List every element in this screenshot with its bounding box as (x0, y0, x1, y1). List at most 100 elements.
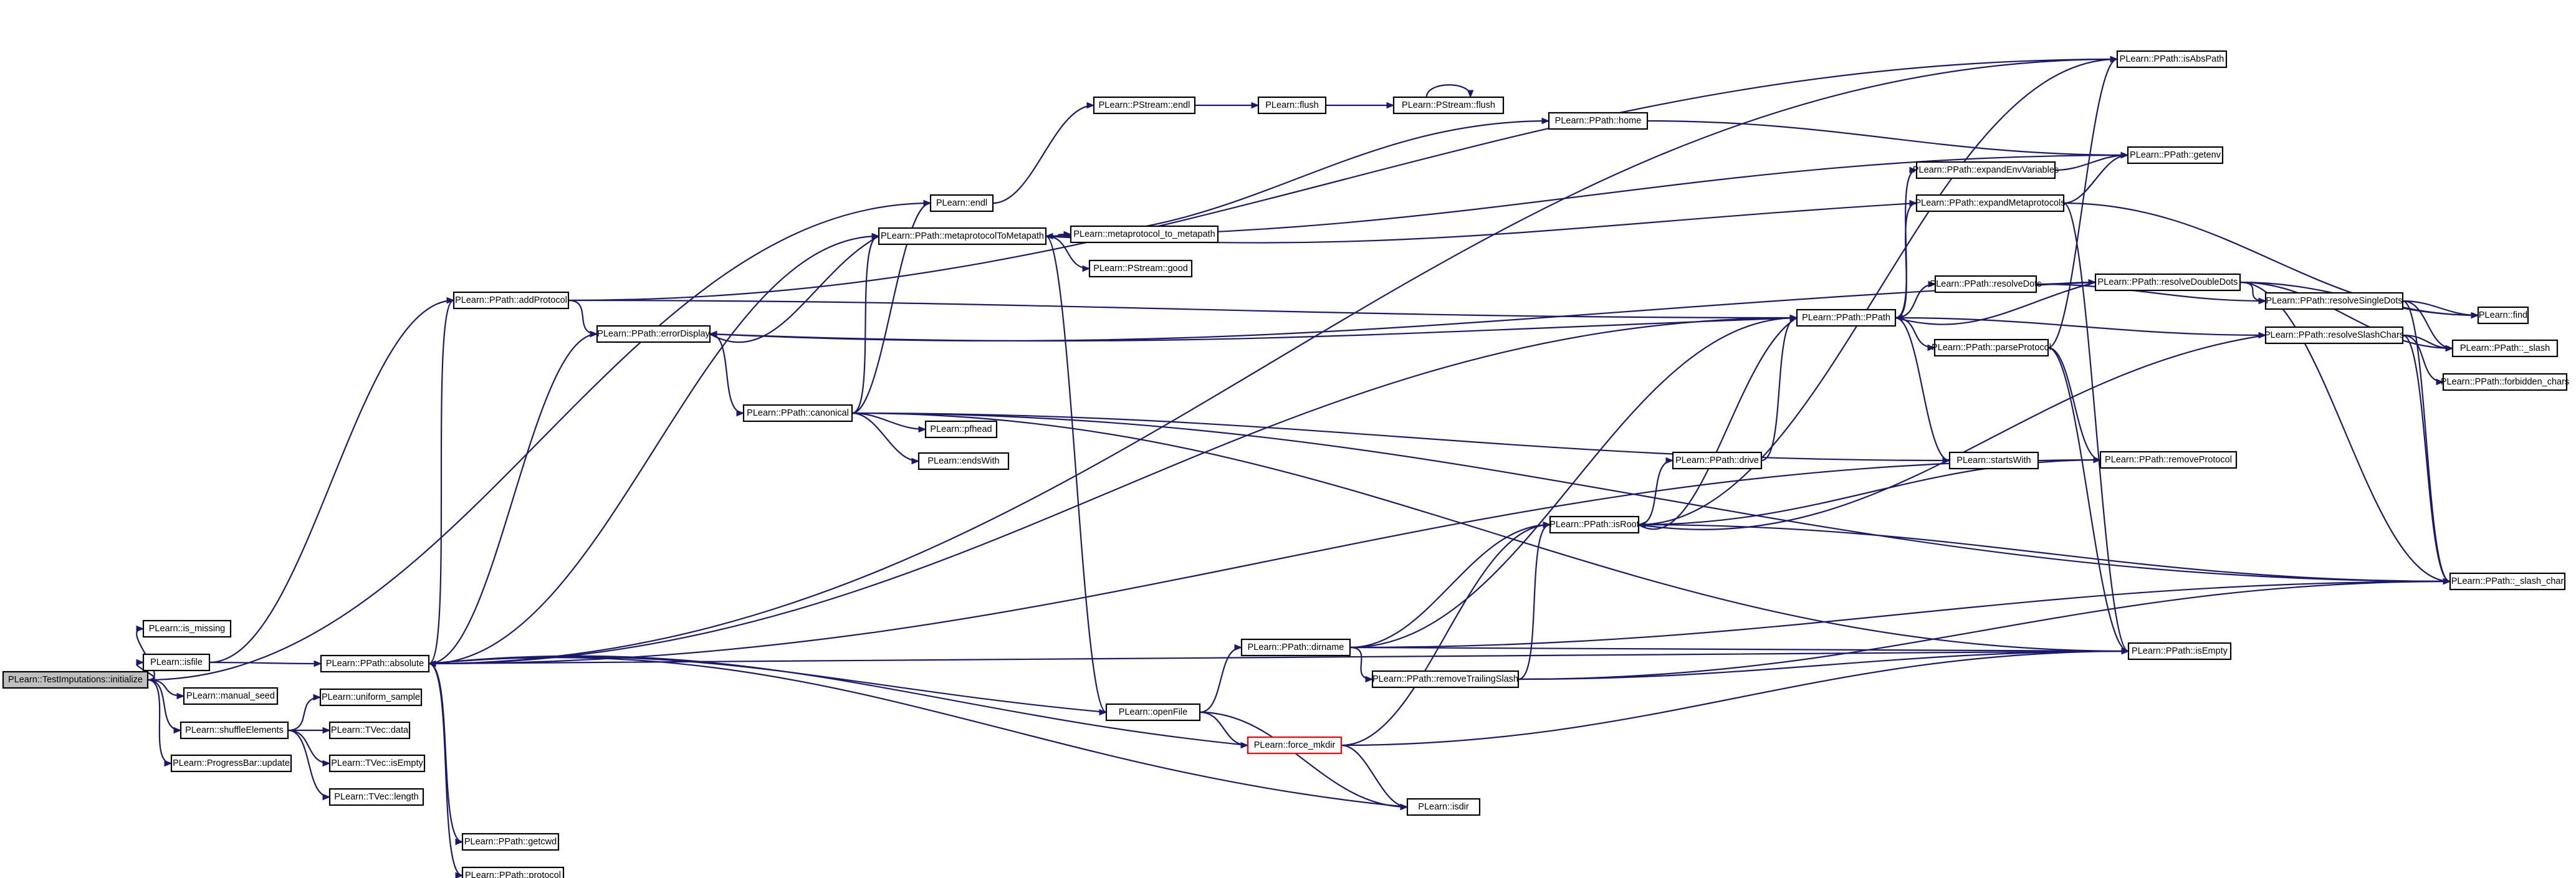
edge-line (1045, 154, 2128, 237)
edge-line (1349, 646, 1373, 680)
edge-forcemkdir-to-absolute (428, 655, 1248, 747)
node-ppath[interactable]: PLearn::PPath::PPath (1796, 308, 1897, 327)
node-isroot[interactable]: PLearn::PPath::isRoot (1549, 515, 1640, 534)
edge-expmeta-to-isempty (2063, 202, 2130, 655)
node-progress[interactable]: PLearn::ProgressBar::update (170, 754, 292, 773)
node-box (1796, 308, 1897, 327)
node-endl[interactable]: PLearn::endl (929, 194, 994, 212)
node-label: PLearn::PPath::isAbsPath (2120, 54, 2224, 64)
node-canonical[interactable]: PLearn::PPath::canonical (742, 404, 853, 422)
edge-addproto-to-errdisp (568, 299, 598, 338)
edge-absolute-to-ppath (428, 314, 1798, 665)
node-box (1915, 161, 2056, 179)
node-isfile[interactable]: PLearn::isfile (142, 653, 211, 672)
node-resslash[interactable]: PLearn::PPath::resolveSlashChars (2264, 326, 2404, 345)
node-getenv[interactable]: PLearn::PPath::getenv (2127, 146, 2224, 165)
node-label: PLearn::PPath::metaprotocolToMetapath (881, 231, 1044, 241)
node-protocol[interactable]: PLearn::PPath::protocol (461, 866, 565, 878)
edge-isfile-to-addproto (209, 297, 455, 664)
node-box (878, 227, 1047, 246)
node-good[interactable]: PLearn::PStream::good (1088, 259, 1193, 278)
node-label: PLearn::is_missing (149, 624, 226, 634)
node-isempty[interactable]: PLearn::PPath::isEmpty (2127, 642, 2232, 661)
node-getcwd[interactable]: PLearn::PPath::getcwd (461, 833, 560, 851)
node-box (461, 866, 565, 878)
node-mptomp[interactable]: PLearn::metaprotocol_to_metapath (1070, 225, 1219, 244)
node-tveclen[interactable]: PLearn::TVec::length (328, 788, 424, 806)
edge-line (428, 662, 463, 877)
node-addproto[interactable]: PLearn::PPath::addProtocol (452, 291, 570, 310)
node-parseproto[interactable]: PLearn::PPath::parseProtocol (1932, 338, 2051, 357)
node-dirname[interactable]: PLearn::PPath::dirname (1240, 638, 1351, 657)
node-manualseed[interactable]: PLearn::manual_seed (183, 687, 279, 705)
edge-arrowhead (1234, 644, 1243, 651)
edge-line (147, 679, 172, 765)
node-label: PLearn::PPath::dirname (1248, 642, 1344, 652)
edge-line (2402, 334, 2444, 383)
node-pstrflush[interactable]: PLearn::PStream::flush (1392, 96, 1505, 115)
node-box (2477, 306, 2529, 325)
node-label: PLearn::find (2479, 310, 2527, 320)
node-root[interactable]: PLearn::TestImputations::initialize (2, 670, 149, 689)
node-shuffle[interactable]: PLearn::shuffleElements (180, 721, 289, 740)
node-rmproto[interactable]: PLearn::PPath::removeProtocol (2099, 451, 2238, 469)
node-box (1088, 259, 1193, 278)
node-startswith[interactable]: PLearn::startsWith (1948, 451, 2039, 470)
node-layer: PLearn::TestImputations::initializePLear… (2, 50, 2569, 878)
node-home[interactable]: PLearn::PPath::home (1548, 112, 1649, 130)
node-expenv[interactable]: PLearn::PPath::expandEnvVariables (1913, 161, 2059, 179)
node-expmeta[interactable]: PLearn::PPath::expandMetaprotocols (1915, 194, 2066, 212)
edge-endl-to-pstrendl (992, 102, 1095, 204)
edge-arrowhead (2443, 578, 2451, 585)
node-slashchar[interactable]: PLearn::PPath::_slash_char (2449, 572, 2566, 591)
node-box (1392, 96, 1505, 115)
edge-line (1349, 317, 1798, 649)
node-openfile[interactable]: PLearn::openFile (1105, 703, 1201, 722)
node-box (328, 721, 411, 740)
node-forcemkdir[interactable]: PLearn::force_mkdir (1247, 736, 1343, 755)
node-errdisp[interactable]: PLearn::PPath::errorDisplay (596, 325, 711, 343)
node-meta2path[interactable]: PLearn::PPath::metaprotocolToMetapath (878, 227, 1047, 246)
node-isdir[interactable]: PLearn::isdir (1406, 798, 1481, 816)
node-tvecdata[interactable]: PLearn::TVec::data (328, 721, 411, 740)
edge-meta2path-to-home (1045, 117, 1550, 237)
node-pfhead[interactable]: PLearn::pfhead (924, 420, 998, 439)
node-rmtrail[interactable]: PLearn::PPath::removeTrailingSlash (1371, 670, 1520, 689)
edge-line (2239, 281, 2453, 350)
edge-line (709, 281, 2096, 342)
node-box (1915, 194, 2065, 212)
node-pstrendl[interactable]: PLearn::PStream::endl (1093, 96, 1196, 115)
node-label: PLearn::PPath::errorDisplay (597, 329, 710, 339)
node-ismissing[interactable]: PLearn::is_missing (142, 619, 232, 638)
node-tvecempty[interactable]: PLearn::TVec::isEmpty (328, 754, 426, 773)
node-resdots[interactable]: PLearn::PPath::resolveDots (1930, 275, 2042, 293)
node-resdouble[interactable]: PLearn::PPath::resolveDoubleDots (2094, 273, 2241, 292)
edge-pstrflush-to-pstrflush (1425, 84, 1474, 98)
edge-arrowhead (164, 760, 173, 767)
edge-arrowhead (1251, 102, 1260, 109)
node-drive[interactable]: PLearn::PPath::drive (1672, 451, 1763, 470)
node-ressingle[interactable]: PLearn::PPath::resolveSingleDots (2264, 292, 2404, 310)
node-box (461, 833, 560, 851)
node-box (2449, 572, 2566, 591)
node-isabs[interactable]: PLearn::PPath::isAbsPath (2116, 50, 2228, 69)
node-label: PLearn::TestImputations::initialize (8, 675, 143, 685)
edge-arrowhead (455, 872, 464, 878)
edge-arrowhead (1894, 314, 1903, 322)
node-flush[interactable]: PLearn::flush (1257, 96, 1327, 115)
node-uniform[interactable]: PLearn::uniform_sample (319, 688, 423, 707)
node-label: PLearn::TVec::data (331, 725, 409, 735)
node-find[interactable]: PLearn::find (2477, 306, 2529, 325)
edge-line (851, 412, 1950, 462)
node-box (142, 619, 232, 638)
edge-line (1761, 317, 1798, 462)
node-box (929, 194, 994, 212)
edge-line (428, 333, 598, 665)
node-slash[interactable]: PLearn::PPath::_slash (2451, 339, 2559, 358)
edge-arrowhead (1543, 521, 1551, 528)
node-endswith[interactable]: PLearn::endsWith (917, 452, 1010, 470)
node-absolute[interactable]: PLearn::PPath::absolute (320, 654, 430, 673)
edge-line (851, 412, 2451, 583)
node-forbidden[interactable]: PLearn::PPath::forbidden_chars (2441, 373, 2569, 391)
node-label: PLearn::uniform_sample (322, 692, 420, 702)
